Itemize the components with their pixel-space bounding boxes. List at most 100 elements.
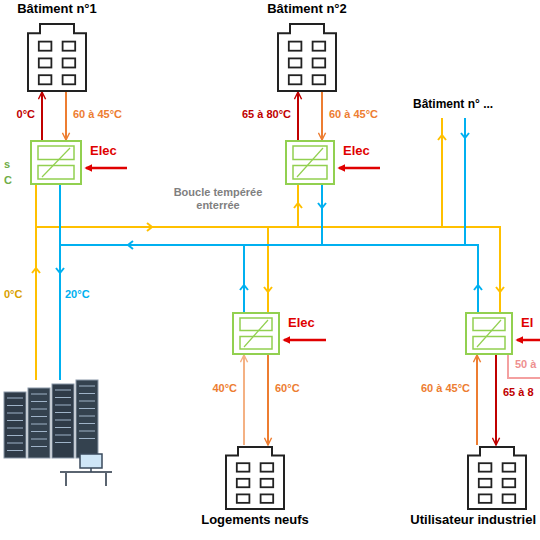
elec-label: Elec (90, 144, 117, 159)
exchanger-icon (30, 140, 82, 185)
elec-label: Elec (343, 144, 370, 159)
rack-slot (7, 398, 23, 399)
server-rack (28, 388, 50, 458)
building-label: Logements neufs (201, 513, 309, 528)
rack-slot (31, 401, 47, 402)
window (503, 479, 516, 487)
exchanger-icon (232, 312, 280, 355)
window (39, 58, 52, 67)
building-icon (220, 445, 290, 510)
exchanger-outline (31, 141, 81, 184)
heat-pump-box: Elec (285, 140, 335, 185)
building-label: Bâtiment n° ... (412, 98, 494, 112)
building-icon (272, 22, 342, 92)
rack-slots (7, 386, 95, 451)
window (63, 75, 76, 84)
temperature-label: 60 à 45°C (72, 108, 123, 121)
window (237, 479, 250, 487)
window (261, 463, 274, 471)
window (39, 75, 52, 84)
desk-leg (65, 472, 67, 486)
rack-slot (7, 435, 23, 436)
exchanger-plate (240, 318, 272, 331)
exchanger-icon (465, 312, 513, 355)
rack-slot (31, 446, 47, 447)
pipe (35, 185, 37, 380)
exchanger-diagonal (244, 320, 268, 347)
window (479, 479, 492, 487)
temperature-label: 0°C (16, 108, 36, 121)
server-rack (76, 380, 98, 458)
exchanger-outline (286, 141, 334, 184)
pipe-connector (495, 355, 497, 445)
pipe (60, 245, 478, 312)
rack-slot (55, 420, 71, 421)
pipe (36, 227, 500, 312)
rack-slot (55, 442, 71, 443)
window (261, 494, 274, 502)
temperature-label: 60 à 45°C (420, 382, 471, 395)
window (289, 42, 302, 51)
pipe-connector (41, 92, 43, 140)
building-label: Utilisateur industriel (410, 513, 536, 528)
window (313, 75, 326, 84)
monitor-stand (90, 468, 92, 472)
flow-chevron (128, 241, 133, 249)
rack-slot (55, 412, 71, 413)
pipe (321, 185, 323, 245)
flow-chevron (461, 133, 469, 138)
building: Utilisateur industriel (462, 445, 532, 510)
exchanger-diagonal (477, 320, 501, 347)
flow-chevron (474, 285, 482, 290)
rack-slot (31, 439, 47, 440)
rack-slot (7, 450, 23, 451)
exchanger-outline (233, 313, 279, 354)
elec-arrow (339, 167, 380, 170)
window (289, 75, 302, 84)
temperature-label: C (3, 174, 13, 187)
building-outline (468, 447, 526, 509)
exchanger-plate (473, 337, 505, 350)
flow-chevron (32, 268, 40, 273)
pipe-connector (243, 355, 245, 445)
elec-arrow (284, 339, 326, 342)
window (503, 494, 516, 502)
temperature-label: 65 à 80°C (241, 108, 292, 121)
window (39, 42, 52, 51)
temperature-label: 40°C (211, 382, 238, 395)
elec-arrow (86, 167, 127, 170)
window (289, 58, 302, 67)
flow-chevron (264, 287, 272, 292)
rack-slot (55, 397, 71, 398)
desk-leg (105, 472, 107, 486)
heat-pump-box: Elec (232, 312, 280, 355)
pipe (267, 227, 269, 312)
rack-slot (7, 420, 23, 421)
flow-chevron (147, 223, 152, 231)
temperature-label: s (3, 158, 11, 171)
elec-label: El (521, 316, 533, 331)
pipe (297, 185, 299, 227)
data-center-illustration (4, 380, 112, 486)
rack-slot (79, 423, 95, 424)
pipe (243, 245, 245, 312)
rack-slot (31, 409, 47, 410)
server-rack (52, 384, 74, 458)
rack-slot (79, 431, 95, 432)
window (237, 494, 250, 502)
monitor (80, 454, 102, 468)
temperature-label: 50 à (514, 358, 537, 371)
pipe-connector (476, 355, 478, 445)
building-label: Bâtiment n°2 (267, 2, 347, 17)
rack-slot (7, 428, 23, 429)
rack-slot (55, 390, 71, 391)
rack-slot (31, 394, 47, 395)
rack-slot (7, 413, 23, 414)
exchanger-icon (285, 140, 335, 185)
rack-slot (31, 416, 47, 417)
exchanger-plate (240, 337, 272, 350)
window (261, 479, 274, 487)
exchanger-plate (38, 166, 74, 180)
flow-chevron (318, 203, 326, 208)
